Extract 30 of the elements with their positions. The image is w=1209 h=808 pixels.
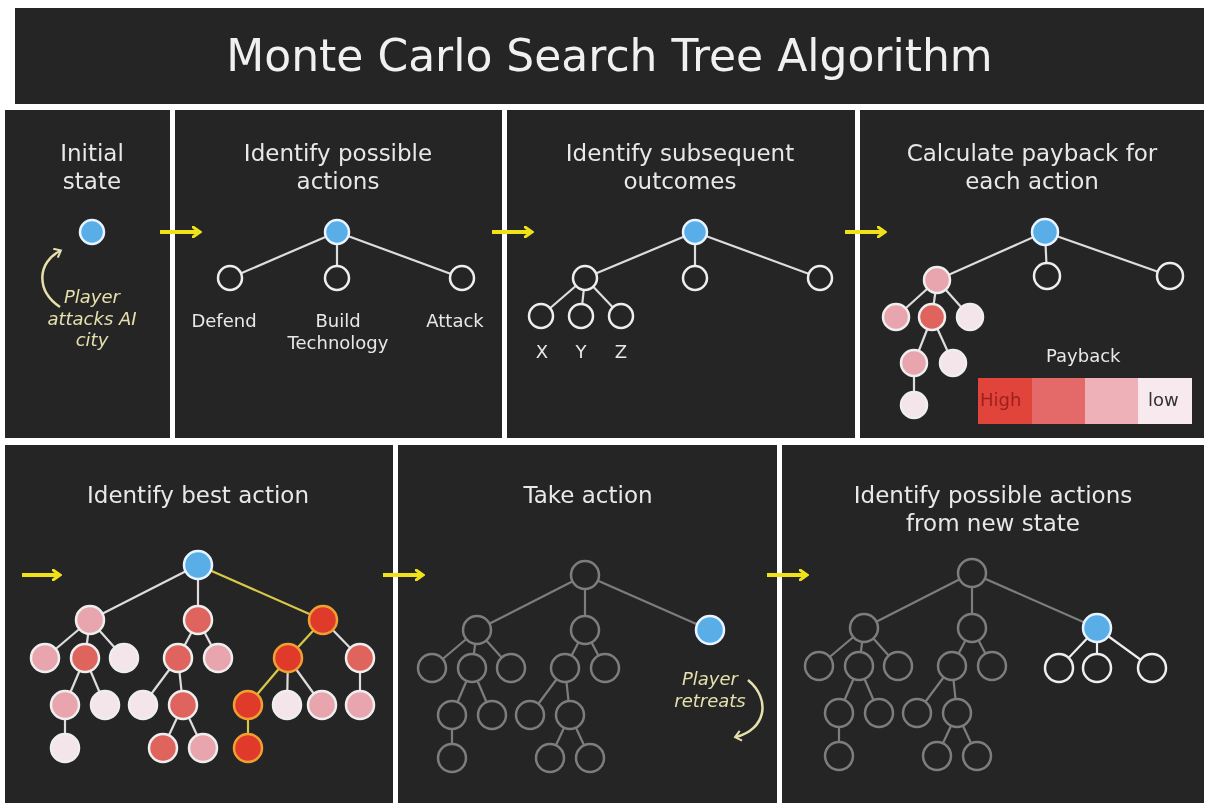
step-heading: Initial state: [59, 140, 125, 196]
event-note: Player attacks AI city: [46, 286, 138, 351]
step-heading: Identify best action: [86, 482, 310, 510]
arrow: [845, 225, 887, 239]
step-heading: Take action: [522, 482, 654, 510]
legend-label: low: [1148, 389, 1179, 410]
legend-label: High: [980, 389, 1022, 410]
event-note: Player retreats: [673, 668, 747, 712]
step-panel: [398, 445, 777, 803]
action-label: Y: [574, 341, 588, 363]
step-heading: Identify subsequent outcomes: [564, 140, 796, 196]
title: Monte Carlo Search Tree Algorithm: [225, 30, 994, 81]
action-label: Z: [613, 341, 629, 363]
arrow: [22, 568, 62, 582]
step-panel: [782, 445, 1204, 803]
arrow: [160, 225, 202, 239]
action-label: Attack: [425, 310, 485, 332]
action-label: X: [534, 341, 550, 363]
arrow: [383, 568, 425, 582]
action-label: Defend: [190, 310, 258, 332]
scale-title: Payback: [1046, 345, 1121, 366]
action-label: Build Technology: [286, 310, 390, 354]
arrow: [492, 225, 534, 239]
step-heading: Calculate payback for each action: [905, 140, 1159, 196]
arrow: [767, 568, 809, 582]
step-panel: [5, 110, 170, 438]
step-panel: [507, 110, 855, 438]
step-panel: [175, 110, 502, 438]
step-heading: Identify possible actions from new state: [852, 482, 1134, 538]
step-heading: Identify possible actions: [242, 140, 434, 196]
